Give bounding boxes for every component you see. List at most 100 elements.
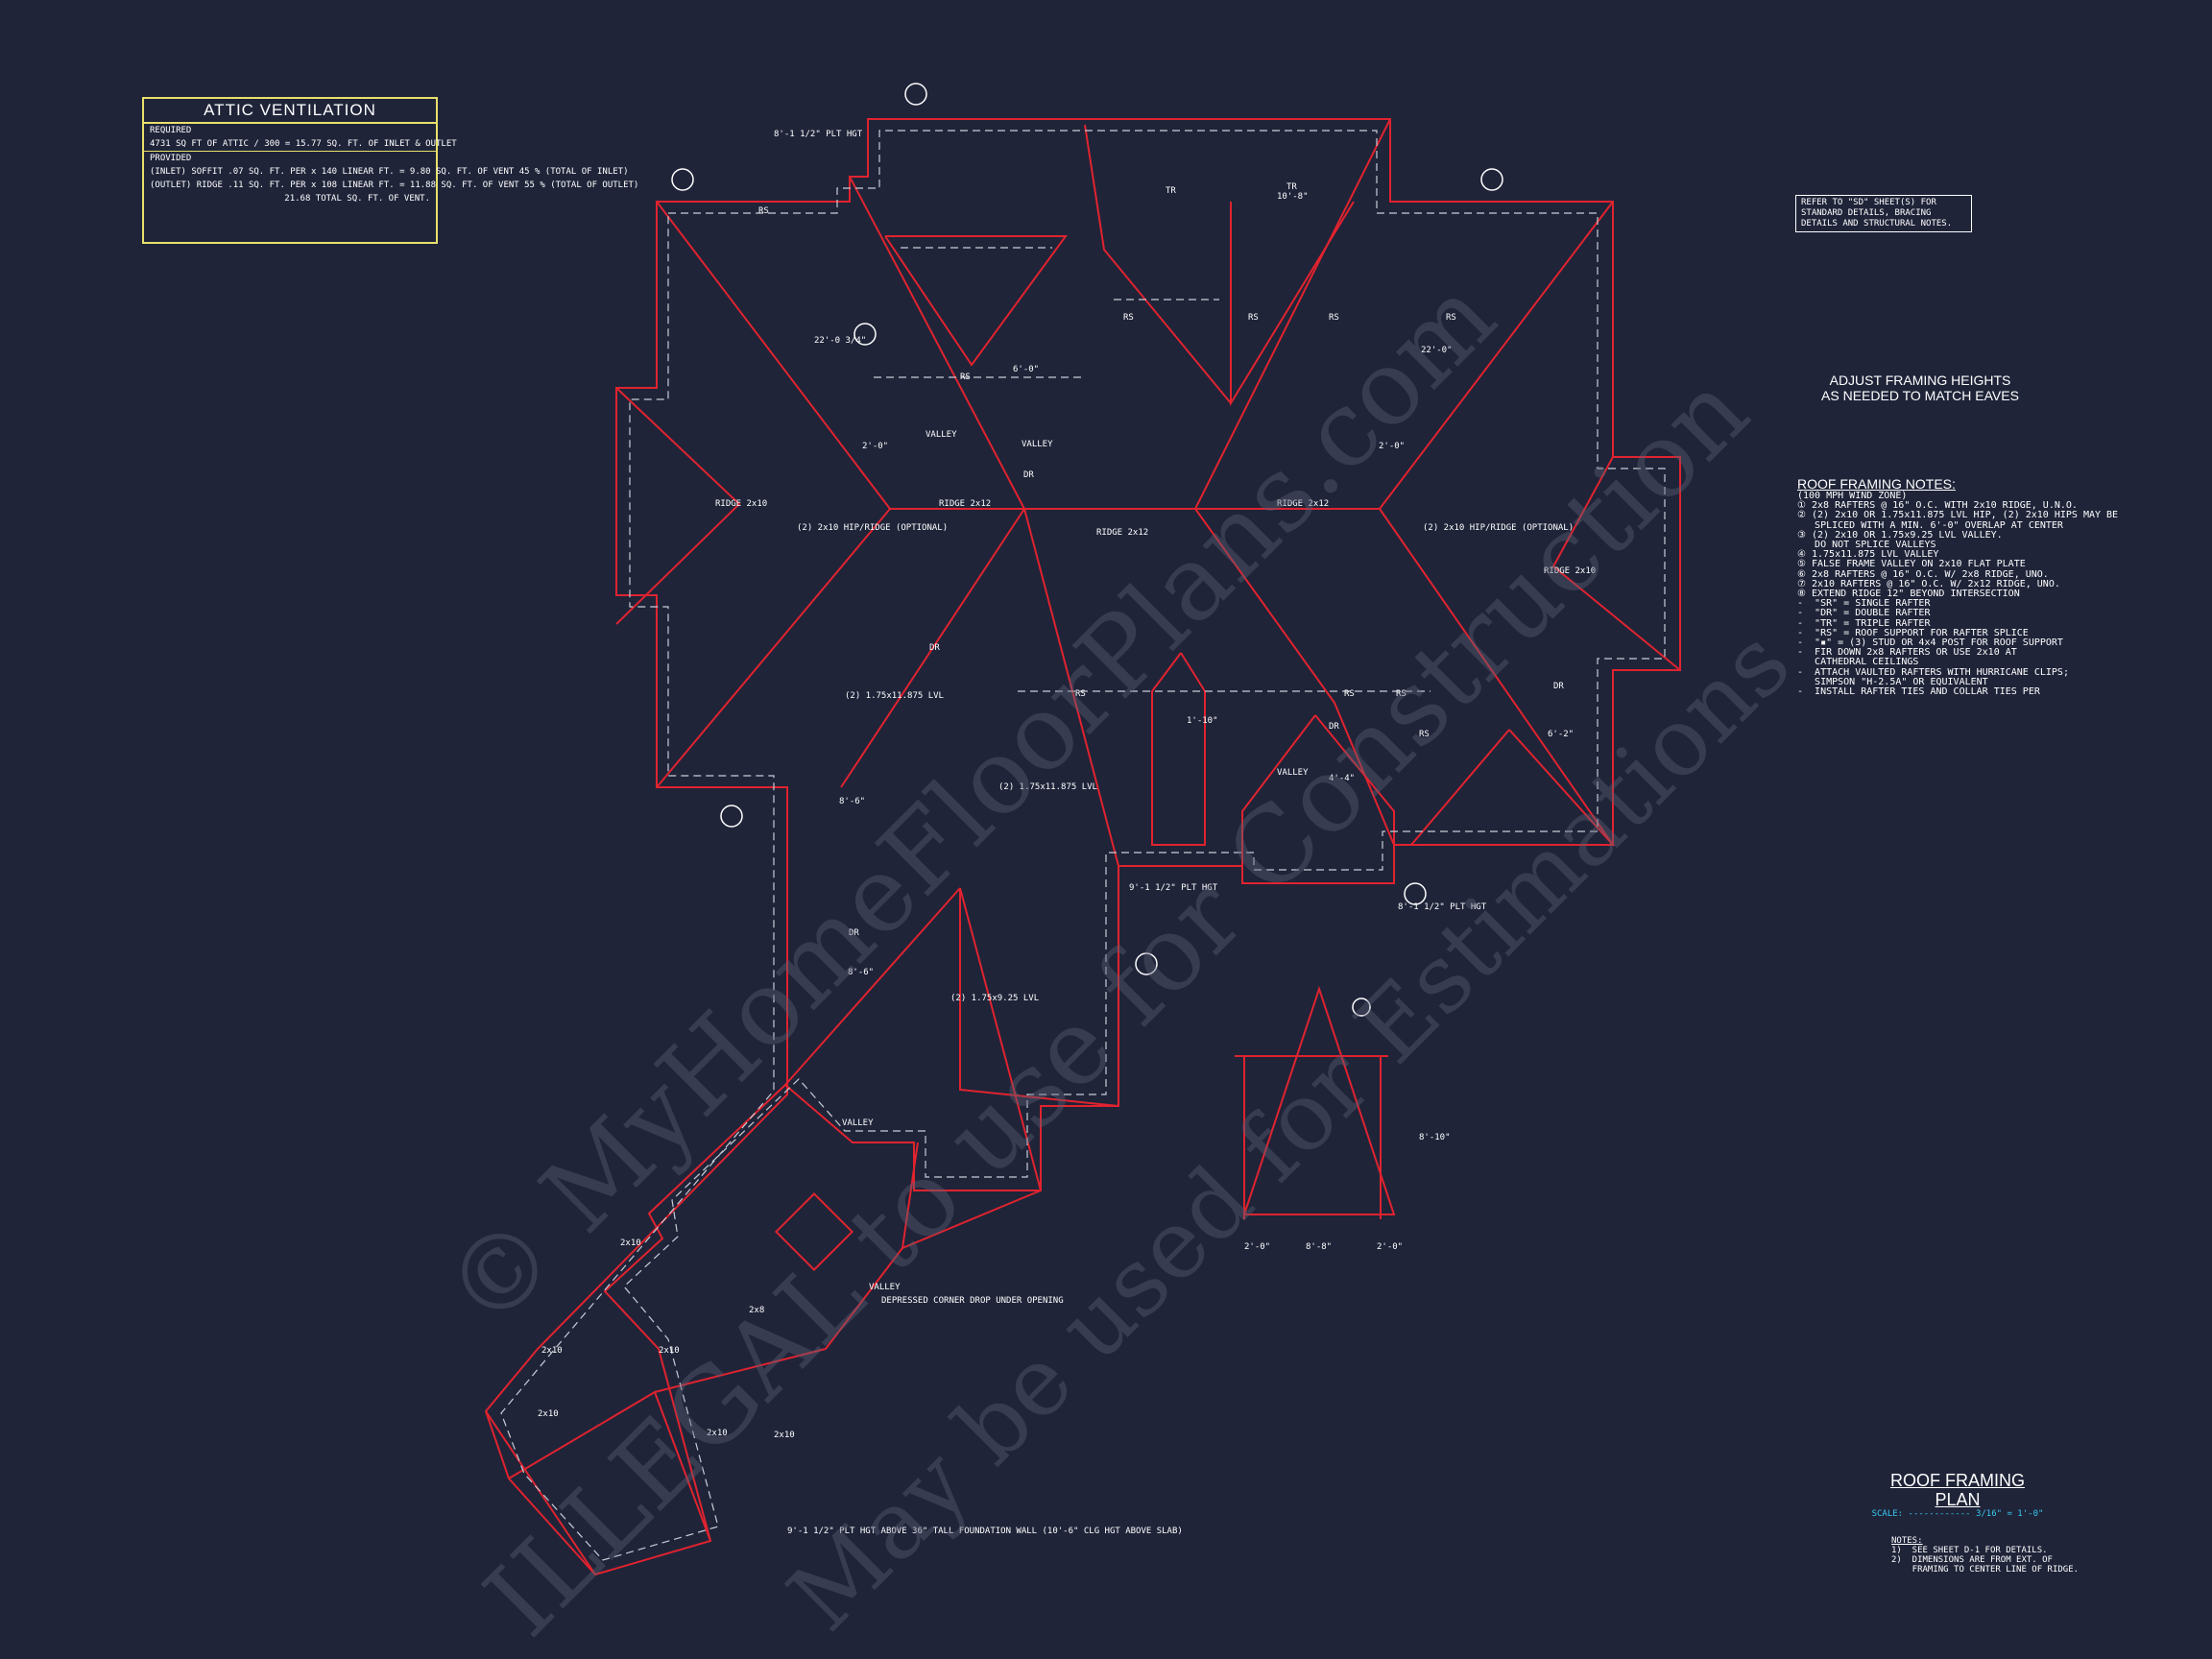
plan-label: 8'-1 1/2" PLT HGT (774, 130, 863, 139)
plan-label: 2'-0" (1377, 1242, 1404, 1252)
dashed-wall-lines (500, 130, 1666, 1561)
plan-label: (2) 1.75x9.25 LVL (950, 994, 1040, 1003)
plan-label: 2'-0" (862, 442, 889, 451)
roof-framing-notes-title: ROOF FRAMING NOTES: (1797, 476, 1956, 492)
roof-framing-note-line: ⑦ 2x10 RAFTERS @ 16" O.C. W/ 2x12 RIDGE,… (1797, 578, 2060, 589)
roof-framing-note-line: - "▪" = (3) STUD OR 4x4 POST FOR ROOF SU… (1797, 637, 2063, 649)
roof-framing-note-line: CATHEDRAL CEILINGS (1797, 657, 1919, 668)
plan-label: 22'-0 3/4" (814, 336, 867, 346)
general-note-line: 2) DIMENSIONS ARE FROM EXT. OF (1891, 1555, 2053, 1565)
plan-label: DR (1023, 470, 1034, 480)
general-note-line: 1) SEE SHEET D-1 FOR DETAILS. (1891, 1546, 2048, 1555)
general-notes: NOTES: 1) SEE SHEET D-1 FOR DETAILS.2) D… (1891, 1536, 2079, 1575)
plan-label: 8'-6" (839, 797, 866, 806)
plan-label: VALLEY (1277, 768, 1309, 778)
roof-outline-main (484, 118, 1681, 1576)
plan-label: 2'-0" (1379, 442, 1406, 451)
roof-framing-note-line: - ATTACH VAULTED RAFTERS WITH HURRICANE … (1797, 666, 2069, 678)
roof-framing-note-line: - "RS" = ROOF SUPPORT FOR RAFTER SPLICE (1797, 627, 2029, 638)
plan-label: RS (1075, 689, 1086, 699)
plan-label: 22'-0" (1421, 346, 1453, 355)
plan-label: RS (1344, 689, 1355, 699)
vent-detail (774, 1191, 854, 1272)
roof-framing-note-line: ② (2) 2x10 OR 1.75x11.875 LVL HIP, (2) 2… (1797, 510, 2119, 521)
plan-label: VALLEY (1022, 440, 1053, 449)
plan-label: 9'-1 1/2" PLT HGT ABOVE 36" TALL FOUNDAT… (787, 1527, 1183, 1536)
callout-circles (671, 83, 1503, 1017)
plan-label: DR (849, 928, 859, 938)
plan-label: 8'-8" (1306, 1242, 1333, 1252)
roof-framing-note-line: ⑧ EXTEND RIDGE 12" BEYOND INTERSECTION (1797, 589, 2020, 600)
plan-label: RIDGE 2x12 (939, 499, 992, 509)
plan-label: 8'-6" (848, 968, 875, 977)
plan-label: RS (1446, 313, 1456, 323)
plan-label: RS (1248, 313, 1259, 323)
plan-label: 8'-10" (1419, 1133, 1451, 1142)
roof-framing-note-line: ⑤ FALSE FRAME VALLEY ON 2x10 FLAT PLATE (1797, 559, 2026, 570)
roof-framing-note-line: - "DR" = DOUBLE RAFTER (1797, 608, 1931, 619)
plan-label: RIDGE 2x10 (1544, 566, 1597, 576)
required-label: REQUIRED (150, 126, 192, 135)
roof-framing-note-line: - "SR" = SINGLE RAFTER (1797, 598, 1931, 610)
plan-label: 2'-0" (1244, 1242, 1271, 1252)
adjust-line-1: ADJUST FRAMING HEIGHTS (1829, 373, 2011, 388)
plan-label: 2x10 (659, 1346, 680, 1356)
plan-label: 8'-1 1/2" PLT HGT (1398, 902, 1487, 912)
soffit-line: (INLET) SOFFIT .07 SQ. FT. PER x 140 LIN… (150, 167, 629, 177)
roof-framing-note-line: ④ 1.75x11.875 LVL VALLEY (1797, 549, 1939, 561)
total-vent-line: 21.68 TOTAL SQ. FT. OF VENT. (284, 194, 430, 204)
drawing-title-block: ROOF FRAMING PLAN SCALE: ------------ 3/… (1866, 1471, 2049, 1519)
plan-label: 2x10 (707, 1429, 728, 1438)
plan-label: DEPRESSED CORNER DROP UNDER OPENING (881, 1296, 1064, 1306)
plan-label: 10'-8" (1277, 192, 1309, 202)
plan-label: 6'-2" (1548, 730, 1575, 739)
plan-label: RS (960, 373, 971, 382)
ridge-vent-line: (OUTLET) RIDGE .11 SQ. FT. PER x 108 LIN… (150, 180, 639, 190)
plan-label: VALLEY (869, 1283, 901, 1292)
required-line: 4731 SQ FT OF ATTIC / 300 = 15.77 SQ. FT… (150, 139, 457, 149)
plan-label: 6'-0" (1013, 365, 1040, 374)
drawing-scale: SCALE: ------------ 3/16" = 1'-0" (1871, 1509, 2044, 1519)
plan-label: (2) 1.75x11.875 LVL (998, 782, 1097, 792)
roof-framing-note-line: - "TR" = TRIPLE RAFTER (1797, 617, 1931, 629)
plan-label: 2x8 (749, 1306, 765, 1315)
plan-label: DR (929, 643, 940, 653)
plan-label: RIDGE 2x12 (1277, 499, 1330, 509)
plan-label: 1'-10" (1187, 716, 1218, 726)
plan-label: TR (1286, 182, 1297, 192)
drawing-title: ROOF FRAMING PLAN (1890, 1471, 2025, 1509)
adjust-line-2: AS NEEDED TO MATCH EAVES (1821, 388, 2019, 403)
roof-framing-note-line: - FIR DOWN 2x8 RAFTERS OR USE 2x10 AT (1797, 647, 2017, 659)
roof-framing-note-line: SIMPSON "H-2.5A" OR EQUIVALENT (1797, 676, 1988, 687)
roof-framing-note-line: ③ (2) 2x10 OR 1.75x9.25 LVL VALLEY. (1797, 529, 2003, 541)
plan-label: (2) 2x10 HIP/RIDGE (OPTIONAL) (797, 523, 949, 533)
plan-label: VALLEY (842, 1118, 874, 1128)
provided-label: PROVIDED (144, 151, 436, 165)
plan-label: (2) 2x10 HIP/RIDGE (OPTIONAL) (1423, 523, 1575, 533)
plan-label: 2x10 (620, 1238, 641, 1248)
plan-label: 4'-4" (1329, 774, 1356, 783)
plan-label: RIDGE 2x12 (1096, 528, 1149, 538)
plan-label: 2x10 (538, 1409, 559, 1419)
plan-label: RS (1123, 313, 1134, 323)
plan-label: RS (1419, 730, 1430, 739)
refer-sd-note: REFER TO "SD" SHEET(S) FOR STANDARD DETA… (1795, 195, 1972, 232)
attic-ventilation-title: ATTIC VENTILATION (144, 99, 436, 124)
adjust-framing-note: ADJUST FRAMING HEIGHTS AS NEEDED TO MATC… (1805, 373, 2035, 403)
plan-label: RS (758, 206, 769, 216)
plan-label: RS (1396, 689, 1407, 699)
plan-label: DR (1553, 682, 1564, 691)
roof-framing-notes: ROOF FRAMING NOTES: (100 MPH WIND ZONE)①… (1797, 476, 2119, 698)
roof-framing-note-line: ⑥ 2x8 RAFTERS @ 16" O.C. W/ 2x8 RIDGE, U… (1797, 568, 2049, 580)
roof-framing-note-line: SPLICED WITH A MIN. 6'-0" OVERLAP AT CEN… (1797, 519, 2063, 531)
roof-framing-note-line: - INSTALL RAFTER TIES AND COLLAR TIES PE… (1797, 686, 2040, 698)
plan-label: VALLEY (926, 430, 957, 440)
plan-label: TR (1166, 186, 1176, 196)
roof-framing-note-line: ① 2x8 RAFTERS @ 16" O.C. WITH 2x10 RIDGE… (1797, 500, 2078, 512)
plan-label: 2x10 (774, 1431, 795, 1440)
plan-label: 2x10 (541, 1346, 563, 1356)
roof-framing-note-line: DO NOT SPLICE VALLEYS (1797, 540, 1936, 551)
general-notes-title: NOTES: (1891, 1536, 1923, 1546)
